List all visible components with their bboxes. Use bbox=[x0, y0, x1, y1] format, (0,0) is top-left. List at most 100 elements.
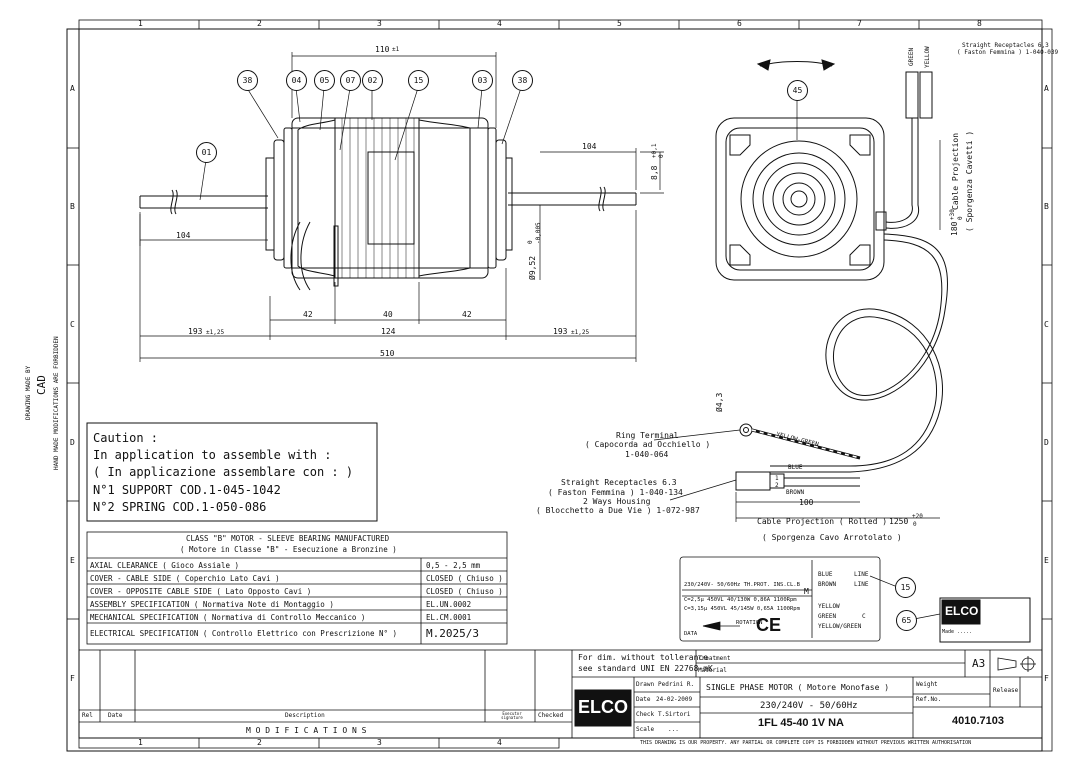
balloon-15-top: 15 bbox=[408, 70, 429, 91]
pin-label-2: 2 bbox=[775, 482, 779, 489]
spec-label: ASSEMBLY SPECIFICATION ( Normativa Note … bbox=[90, 600, 334, 609]
spec-row: COVER - OPPOSITE CABLE SIDE ( Lato Oppos… bbox=[90, 584, 506, 597]
col-label-bottom-4: 4 bbox=[497, 738, 502, 747]
wire-label-blue: BLUE bbox=[788, 464, 803, 471]
plate-line-label-1: LINE bbox=[854, 571, 869, 578]
tb-modifications: M O D I F I C A T I O N S bbox=[246, 726, 367, 735]
note-straight-receptacles-top-2: ( Faston Femmina ) 1-040-039 bbox=[957, 49, 1059, 56]
plate-rotation: ROTATION bbox=[736, 620, 763, 626]
tb-property-notice: THIS DRAWING IS OUR PROPERTY. ANY PARTIA… bbox=[640, 740, 972, 746]
row-label-e: E bbox=[70, 556, 75, 565]
dim-40: 40 bbox=[383, 310, 393, 319]
note-cable-rolled: Cable Projection ( Rolled ) bbox=[757, 517, 888, 526]
spec-label: COVER - OPPOSITE CABLE SIDE ( Lato Oppos… bbox=[90, 587, 312, 596]
balloon-01: 01 bbox=[196, 142, 217, 163]
tb-material: Material bbox=[698, 667, 727, 674]
spec-row: ASSEMBLY SPECIFICATION ( Normativa Note … bbox=[90, 597, 506, 610]
dim-ring-dia: Ø4,3 bbox=[715, 392, 724, 412]
dim-193-left: 193 bbox=[188, 327, 203, 336]
tb-check-label: Check bbox=[636, 711, 655, 718]
note-straight-rec-4: ( Blocchetto a Due Vie ) 1-072-987 bbox=[536, 506, 700, 515]
tb-model: 1FL 45-40 1V NA bbox=[758, 717, 845, 729]
leader-lines bbox=[199, 87, 941, 620]
tb-tolerance-1: For dim. without tollerance bbox=[578, 653, 709, 662]
tb-scale-label: Scale bbox=[636, 726, 655, 733]
plate-brown: BROWN bbox=[818, 581, 837, 588]
tb-rel: Rel bbox=[82, 712, 93, 719]
elco-logo-bg bbox=[574, 689, 632, 727]
row-label-a: A bbox=[70, 84, 75, 93]
tb-drawn-label: Drawn bbox=[636, 681, 655, 688]
spec-value: CLOSED ( Chiuso ) bbox=[426, 574, 503, 583]
dim-193-right: 193 bbox=[553, 327, 568, 336]
dim-180-tol-up: +30 bbox=[949, 209, 956, 220]
spec-value: EL.UN.0002 bbox=[426, 600, 472, 609]
balloon-05: 05 bbox=[314, 70, 335, 91]
row-label-d: D bbox=[70, 438, 75, 447]
row-label-f-right: F bbox=[1044, 674, 1049, 683]
balloon-07: 07 bbox=[340, 70, 361, 91]
plate-line-3: C=3,15µ 450VL 45/145W 0,65A 1100Rpm bbox=[684, 606, 800, 612]
note-ring-terminal-2: ( Capocorda ad Occhiello ) bbox=[585, 440, 711, 449]
balloon-15-plate: 15 bbox=[895, 577, 916, 598]
plate-line-1: 230/240V- 50/60Hz TH.PROT. INS.CL.B bbox=[684, 582, 800, 588]
balloon-03: 03 bbox=[472, 70, 493, 91]
spec-label: AXIAL CLEARANCE ( Gioco Assiale ) bbox=[90, 561, 240, 570]
side-note-drawing-made-by: DRAWING MADE BY bbox=[25, 365, 32, 420]
caution-title: Caution : bbox=[93, 431, 159, 445]
note-cable-projection: Cable Projection bbox=[951, 132, 960, 210]
dim-1250: 1250 bbox=[889, 517, 909, 526]
note-straight-rec-2: ( Faston Femmina ) 1-040-134 bbox=[548, 488, 683, 497]
row-label-e-right: E bbox=[1044, 556, 1049, 565]
dim-510: 510 bbox=[380, 349, 395, 358]
dim-104-left: 104 bbox=[176, 231, 191, 240]
spec-value: CLOSED ( Chiuso ) bbox=[426, 587, 503, 596]
col-label-4: 4 bbox=[497, 19, 502, 28]
spec-header-1: CLASS "B" MOTOR - SLEEVE BEARING MANUFAC… bbox=[186, 534, 390, 543]
dim-110: 110 bbox=[375, 45, 390, 54]
tb-ref: Ref.No. bbox=[916, 696, 942, 703]
plate-ce-mark: CE bbox=[756, 615, 782, 635]
wire-label-green: GREEN bbox=[908, 47, 915, 66]
dim-8-8-tol-dn: 0 bbox=[658, 154, 665, 158]
note-straight-receptacles-top-1: Straight Receptacles 6,3 bbox=[962, 42, 1049, 49]
spec-label: MECHANICAL SPECIFICATION ( Normativa di … bbox=[90, 613, 366, 622]
dim-42-b: 42 bbox=[462, 310, 472, 319]
plate-yellow-green: YELLOW/GREEN bbox=[818, 623, 862, 630]
dim-180: 180 bbox=[950, 221, 959, 236]
title-block-frame bbox=[78, 649, 1043, 739]
note-sporgenza-cavetti: ( Sporgenza Cavetti ) bbox=[965, 130, 974, 232]
row-label-d-right: D bbox=[1044, 438, 1049, 447]
dim-180-tol-dn: 0 bbox=[957, 216, 964, 220]
caution-line-2: In application to assemble with : bbox=[93, 448, 332, 462]
spec-label: COVER - CABLE SIDE ( Coperchio Lato Cavi… bbox=[90, 574, 280, 583]
tb-description: Description bbox=[285, 712, 325, 719]
motor-side-view bbox=[139, 117, 637, 291]
caution-line-5: N°2 SPRING COD.1-050-086 bbox=[93, 500, 267, 514]
terminal-drawing bbox=[735, 423, 861, 491]
wire-label-yellow: YELLOW bbox=[924, 46, 931, 68]
tb-title-2: 230/240V - 50/60Hz bbox=[760, 701, 858, 711]
caution-line-3: ( In applicazione assemblare con : ) bbox=[93, 465, 354, 479]
note-sporgenza-cavo: ( Sporgenza Cavo Arrotolato ) bbox=[762, 533, 902, 542]
dim-124: 124 bbox=[381, 327, 396, 336]
plate-c: C bbox=[862, 613, 866, 620]
tb-release: Release bbox=[993, 687, 1019, 694]
grid-ticks bbox=[67, 19, 1053, 752]
col-label-bottom-3: 3 bbox=[377, 738, 382, 747]
tb-weight: Weight bbox=[916, 681, 938, 688]
dim-shaft-dia-tol-dn: -0,005 bbox=[535, 222, 542, 244]
logo-plate-elco-bg bbox=[941, 599, 981, 625]
dim-193-left-tol: ±1,25 bbox=[206, 329, 225, 336]
dim-42-a: 42 bbox=[303, 310, 313, 319]
spec-value: M.2025/3 bbox=[426, 627, 479, 640]
tb-date-value: 24-02-2009 bbox=[656, 696, 693, 703]
tb-title-1: SINGLE PHASE MOTOR ( Motore Monofase ) bbox=[706, 683, 890, 692]
dim-1250-tol-up: +20 bbox=[912, 513, 923, 520]
row-label-b: B bbox=[70, 202, 75, 211]
spec-row: ELECTRICAL SPECIFICATION ( Controllo Ele… bbox=[90, 623, 506, 644]
col-label-1: 1 bbox=[138, 19, 143, 28]
side-note-cad: CAD bbox=[35, 375, 48, 395]
dim-8-8: 8,8 bbox=[650, 165, 659, 180]
tb-date-label: Date bbox=[636, 696, 651, 703]
